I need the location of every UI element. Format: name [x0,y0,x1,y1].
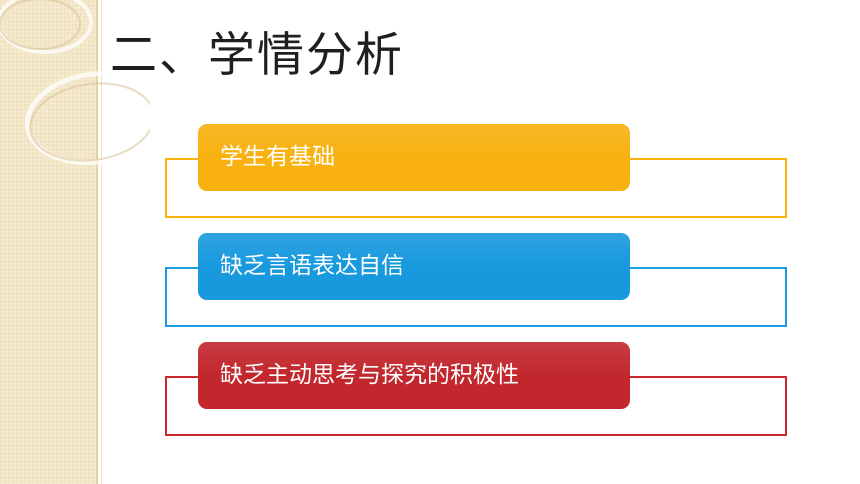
row-box-3: 缺乏主动思考与探究的积极性 [198,342,630,409]
sidebar-border-inner [101,0,102,484]
decorative-rings [0,0,150,166]
row-box-2: 缺乏言语表达自信 [198,233,630,300]
sidebar-border [96,0,98,484]
decorative-sidebar [0,0,96,484]
slide-title: 二、学情分析 [110,28,404,83]
ring-top-shadow [0,0,81,50]
row-box-1: 学生有基础 [198,124,630,191]
ring-middle-shadow [29,82,150,162]
ring-middle [24,70,150,166]
ring-top [0,0,93,54]
